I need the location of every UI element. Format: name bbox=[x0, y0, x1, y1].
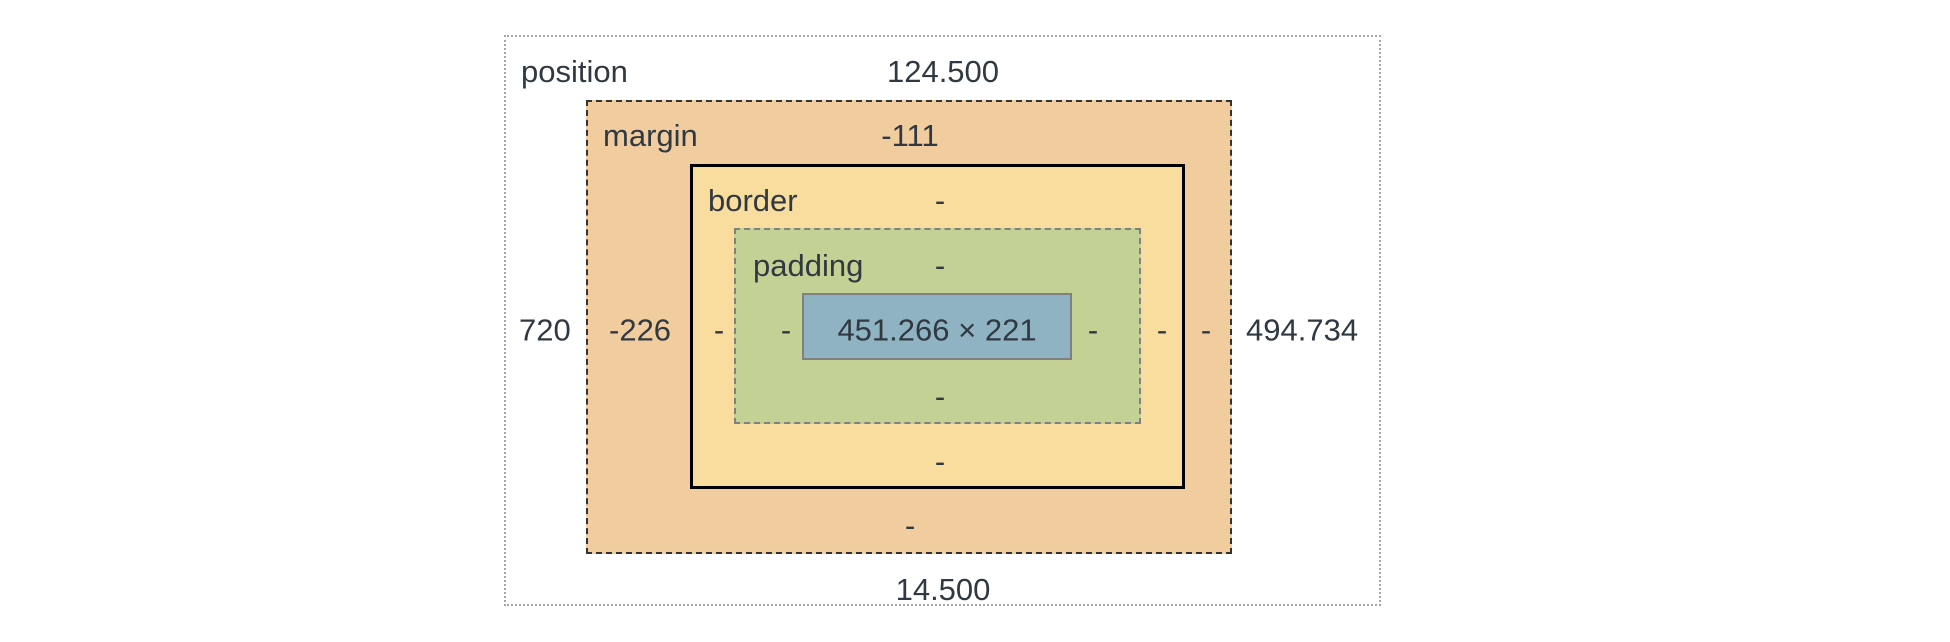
border-bottom-value[interactable]: - bbox=[934, 444, 946, 479]
margin-right-value[interactable]: - bbox=[1200, 312, 1212, 348]
padding-top-value[interactable]: - bbox=[934, 248, 946, 283]
margin-bottom-value[interactable]: - bbox=[904, 508, 916, 543]
content-size-value[interactable]: 451.266 × 221 bbox=[837, 312, 1037, 348]
border-top-value[interactable]: - bbox=[934, 183, 946, 218]
content-box bbox=[802, 293, 1072, 360]
padding-left-value[interactable]: - bbox=[780, 312, 792, 348]
margin-left-value[interactable]: -226 bbox=[609, 312, 672, 348]
border-right-value[interactable]: - bbox=[1156, 312, 1168, 348]
padding-bottom-value[interactable]: - bbox=[934, 379, 946, 414]
position-bottom-value[interactable]: 14.500 bbox=[895, 572, 991, 607]
padding-label: padding bbox=[753, 248, 864, 283]
position-right-value[interactable]: 494.734 bbox=[1246, 312, 1359, 348]
margin-top-value[interactable]: -111 bbox=[881, 118, 939, 153]
position-left-value[interactable]: 720 bbox=[519, 312, 571, 348]
position-label: position bbox=[521, 54, 628, 89]
border-label: border bbox=[708, 183, 798, 218]
border-left-value[interactable]: - bbox=[713, 312, 725, 348]
position-top-value[interactable]: 124.500 bbox=[886, 54, 1000, 89]
padding-right-value[interactable]: - bbox=[1087, 312, 1099, 348]
margin-label: margin bbox=[603, 118, 698, 153]
